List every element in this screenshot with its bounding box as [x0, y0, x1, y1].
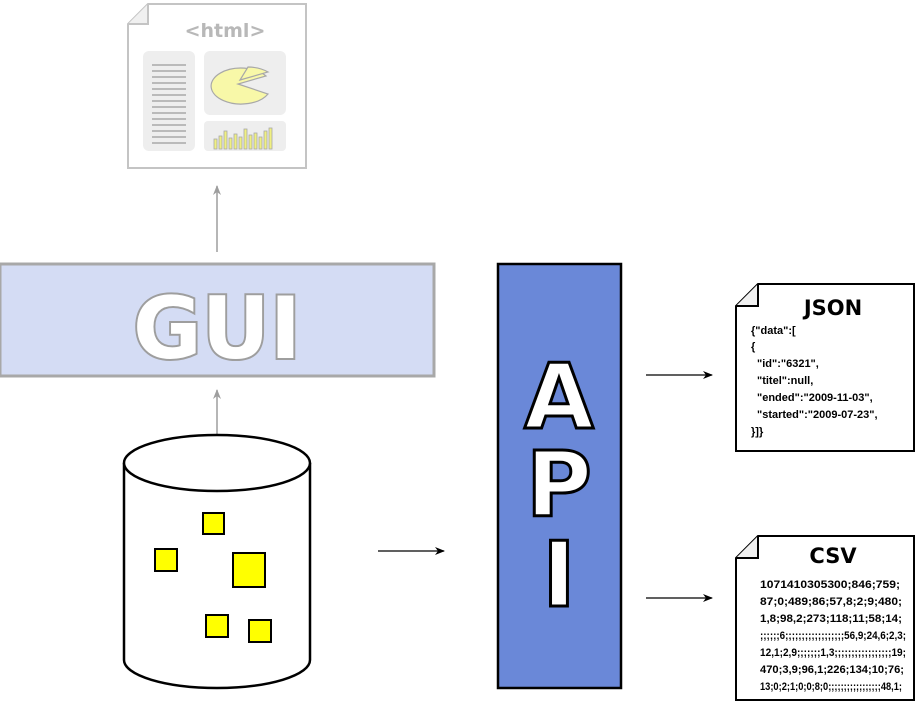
json-line: {"data":[ — [751, 325, 796, 337]
api-letter-a: A — [524, 345, 594, 450]
api-letter-i: I — [542, 523, 576, 628]
data-square — [248, 619, 272, 643]
gui-layer: GUI — [0, 262, 436, 381]
csv-line: 87;0;489;86;57,8;2;9;480; — [760, 596, 902, 608]
api-box — [496, 262, 623, 690]
csv-line: 470;3,9;96,1;226;134;10;76; — [760, 664, 904, 676]
csv-line: ;;;;;;6;;;;;;;;;;;;;;;;;;56,9;24,6;2,3; — [760, 630, 906, 642]
data-square — [232, 552, 266, 588]
json-document: JSON {"data":[ { "id":"6321", "titel":nu… — [735, 283, 915, 452]
json-line: "started":"2009-07-23", — [757, 409, 878, 421]
data-square — [205, 614, 229, 638]
json-line: "ended":"2009-11-03", — [757, 392, 873, 404]
json-line: "id":"6321", — [757, 358, 819, 370]
csv-line: 1071410305300;846;759; — [760, 579, 900, 591]
json-line: { — [751, 341, 756, 353]
bar-chart-icon — [213, 127, 273, 150]
gui-label: GUI — [133, 279, 301, 379]
csv-line: 13;0;2;1;0;0;8;0;;;;;;;;;;;;;;;;;48,1; — [760, 681, 902, 693]
csv-line: 1,8;98,2;273;118;11;58;14; — [760, 613, 902, 625]
api-letter-p: P — [526, 433, 592, 538]
csv-document: CSV 1071410305300;846;759; 87;0;489;86;5… — [735, 535, 915, 701]
gui-box — [0, 262, 436, 378]
database-icon — [122, 433, 312, 690]
data-square — [154, 548, 178, 572]
csv-line: 12,1;2,9;;;;;;;1,3;;;;;;;;;;;;;;;;;19; — [760, 647, 906, 659]
data-square — [202, 512, 225, 535]
api-layer: A P I — [496, 262, 623, 690]
text-lines-icon — [152, 64, 186, 144]
json-line: "titel":null, — [757, 375, 813, 387]
html-document-title: <html> — [185, 20, 266, 42]
pie-slice-icon — [238, 66, 270, 82]
html-document: <html> — [127, 3, 307, 169]
json-title: JSON — [802, 296, 862, 320]
csv-title: CSV — [809, 544, 857, 568]
json-line: }]} — [751, 426, 764, 438]
